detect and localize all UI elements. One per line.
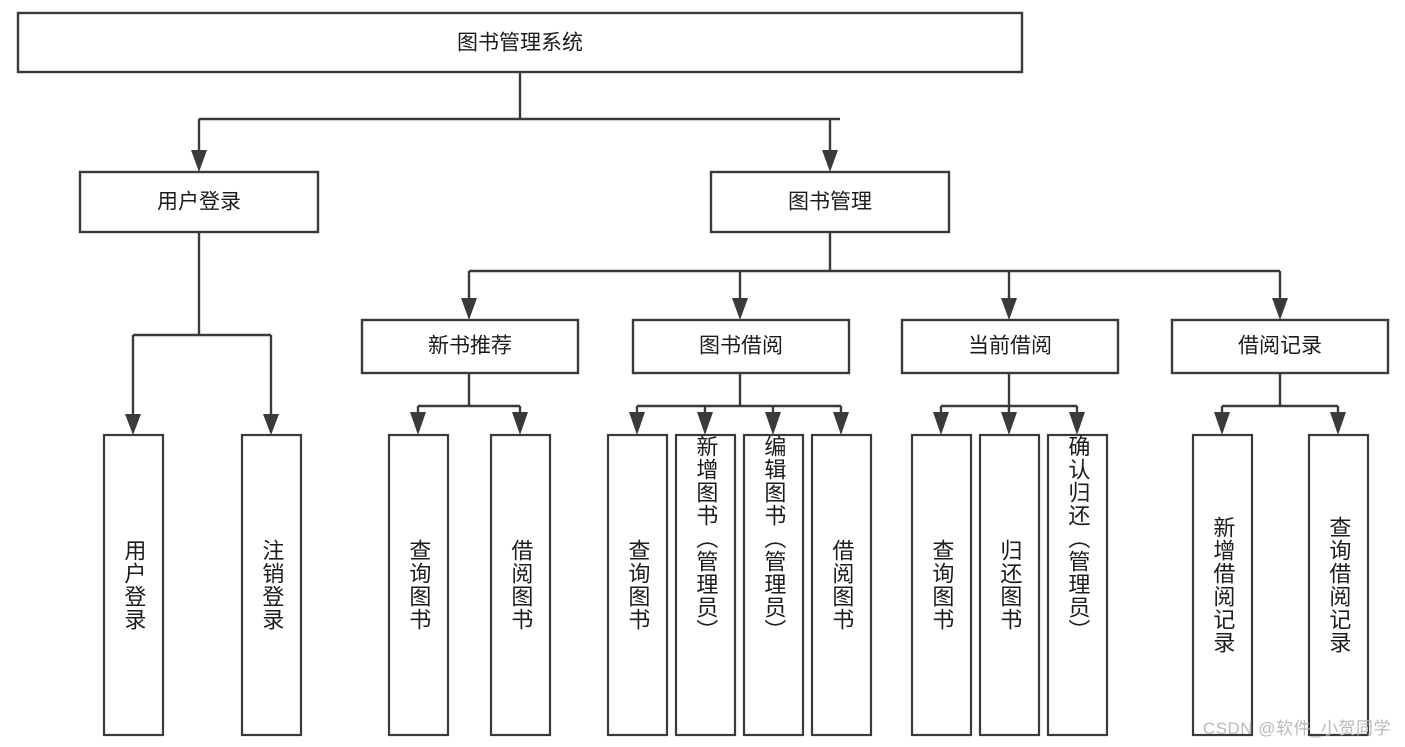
edges-root-to-level2 — [191, 72, 840, 172]
node-new-book-recommend[interactable]: 新书推荐 — [360, 318, 580, 375]
edges-book-borrow-to-leaves — [629, 373, 849, 435]
node-current-borrow[interactable]: 当前借阅 — [900, 318, 1120, 375]
leaf-box-add-book[interactable] — [674, 433, 737, 737]
node-root-label: 图书管理系统 — [457, 32, 583, 55]
edges-new-book-recommend-to-leaves — [410, 373, 528, 435]
node-user-login[interactable]: 用户登录 — [78, 170, 320, 234]
leaf-box-query-book-1[interactable] — [387, 433, 450, 737]
node-root[interactable]: 图书管理系统 — [16, 11, 1024, 74]
node-borrow-record[interactable]: 借阅记录 — [1170, 318, 1390, 375]
leaf-box-edit-book[interactable] — [742, 433, 805, 737]
watermark-text: CSDN @软件_小贺同学 — [1202, 719, 1391, 738]
edges-borrow-record-to-leaves — [1214, 373, 1346, 435]
edges-user-login-to-leaves — [125, 232, 279, 435]
leaf-box-user-login[interactable] — [102, 433, 165, 737]
leaf-box-confirm-return[interactable] — [1046, 433, 1109, 737]
node-book-management[interactable]: 图书管理 — [709, 170, 951, 234]
node-book-borrow-label: 图书借阅 — [699, 335, 783, 358]
edges-current-borrow-to-leaves — [933, 373, 1085, 435]
leaf-box-borrow-book-1[interactable] — [489, 433, 552, 737]
leaf-box-logout-login[interactable] — [240, 433, 303, 737]
node-user-login-label: 用户登录 — [157, 191, 241, 214]
node-borrow-record-label: 借阅记录 — [1238, 335, 1322, 358]
node-current-borrow-label: 当前借阅 — [968, 335, 1052, 358]
leaf-box-query-record[interactable] — [1307, 433, 1370, 737]
node-book-management-label: 图书管理 — [788, 191, 872, 214]
leaf-box-query-book-3[interactable] — [910, 433, 973, 737]
leaf-boxes — [102, 433, 1370, 737]
leaf-box-borrow-book-2[interactable] — [810, 433, 873, 737]
leaf-box-return-book[interactable] — [978, 433, 1041, 737]
node-new-book-recommend-label: 新书推荐 — [428, 335, 512, 358]
node-book-borrow[interactable]: 图书借阅 — [631, 318, 851, 375]
leaf-box-query-book-2[interactable] — [606, 433, 669, 737]
leaf-box-add-record[interactable] — [1191, 433, 1254, 737]
edges-book-management-to-level3 — [461, 232, 1288, 320]
